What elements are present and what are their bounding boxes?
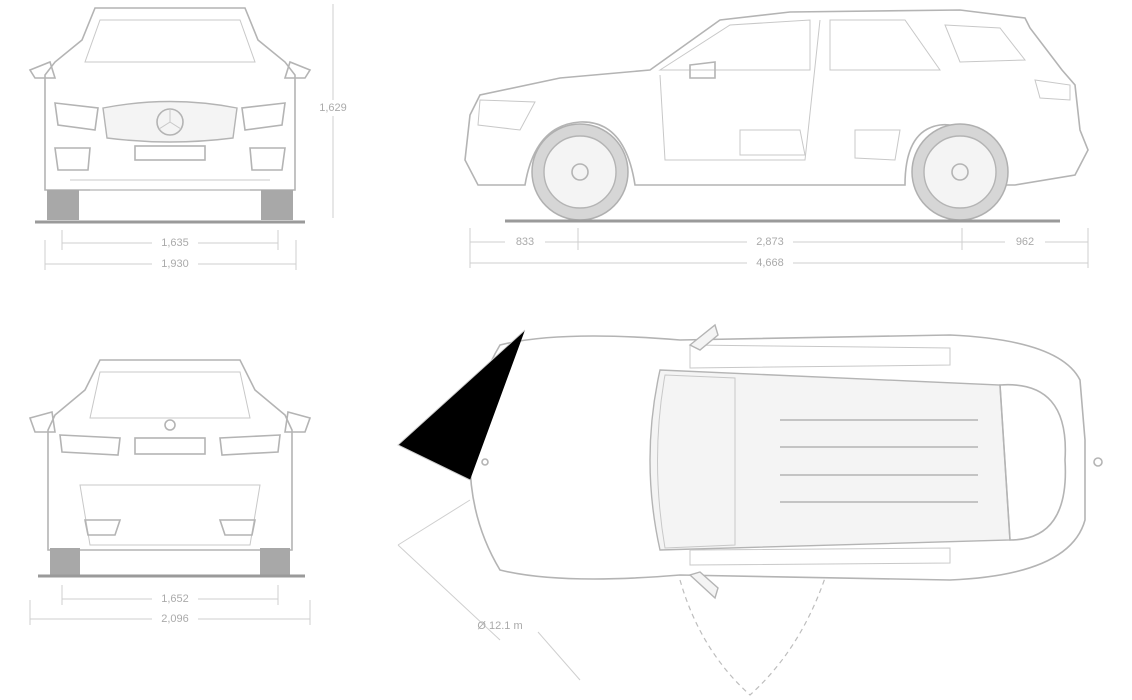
front-track-label: 1,635: [161, 237, 189, 249]
mirror-icon: [28, 410, 312, 433]
rear-view: 1,652 2,096: [28, 359, 312, 626]
mirror-icon: [28, 60, 312, 79]
front-height-label: 1,629: [319, 102, 347, 114]
wheelbase-label: 2,873: [756, 236, 784, 248]
front-overhang-label: 833: [516, 236, 534, 248]
rear-width-label: 2,096: [161, 613, 189, 625]
front-view: 1,629 1,635 1,930: [28, 4, 350, 271]
rear-track-label: 1,652: [161, 593, 189, 605]
top-view: Ø 12.1 m: [397, 323, 1103, 696]
mirror-icon: [688, 323, 719, 600]
turning-circle-label: Ø 12.1 m: [477, 620, 522, 632]
length-label: 4,668: [756, 257, 784, 269]
front-width-label: 1,930: [161, 258, 189, 270]
rear-overhang-label: 962: [1016, 236, 1034, 248]
side-view: 833 2,873 962 4,668: [464, 9, 1089, 270]
